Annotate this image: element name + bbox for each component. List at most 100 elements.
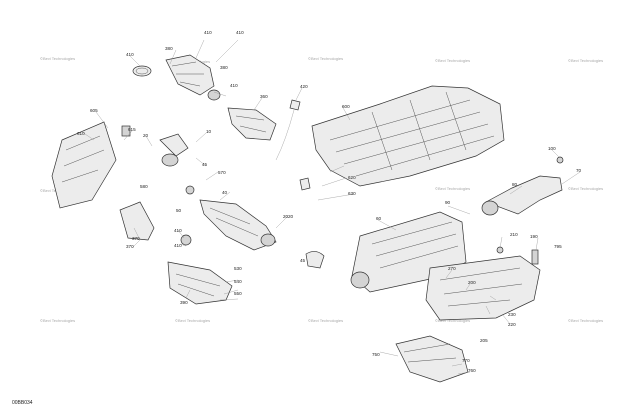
callout-620: 620 <box>348 175 356 180</box>
watermark: ©Bevi Technologies <box>435 58 470 63</box>
callout-220: 220 <box>508 322 516 327</box>
callout-50: 50 <box>176 208 182 213</box>
callout-795: 795 <box>554 244 562 249</box>
watermark: ©Bevi Technologies <box>568 318 603 323</box>
callout-60: 60 <box>376 216 382 221</box>
callout-20: 20 <box>283 214 289 219</box>
callout-770: 770 <box>462 358 470 363</box>
callout-605: 605 <box>90 108 98 113</box>
callout-390: 390 <box>180 300 188 305</box>
callout-20: 20 <box>143 133 149 138</box>
callout-360: 360 <box>260 94 268 99</box>
callout-410: 410 <box>236 30 244 35</box>
manifold-detail <box>171 61 204 87</box>
callout-760: 760 <box>468 368 476 373</box>
callout-630: 630 <box>348 191 356 196</box>
drawing-code: 00BB034 <box>12 400 33 406</box>
muffler-bracket <box>425 255 541 321</box>
side-heat-shield-detail <box>61 135 105 183</box>
nut-220 <box>496 246 504 254</box>
lower-deflector <box>167 261 233 305</box>
callout-40: 40 <box>222 190 228 195</box>
lower-deflector-detail <box>175 273 221 297</box>
callout-270: 270 <box>448 266 456 271</box>
callout-380: 380 <box>165 46 173 51</box>
manifold-outlet-flange <box>207 89 221 101</box>
callout-410: 410 <box>174 243 182 248</box>
bracket-small <box>121 125 131 137</box>
muffler-bracket-detail <box>439 267 523 307</box>
watermark: ©Bevi Technologies <box>40 56 75 61</box>
callout-600: 600 <box>342 104 350 109</box>
tail-pipe <box>485 175 563 215</box>
callout-370: 370 <box>132 236 140 241</box>
callout-570: 570 <box>218 170 226 175</box>
spring-clip <box>185 185 195 195</box>
watermark: ©Bevi Technologies <box>435 186 470 191</box>
skid-plate-ribs <box>329 99 495 177</box>
clamp-ring-inner <box>135 67 149 75</box>
oxygen-sensor-lower <box>299 177 311 191</box>
callout-610: 610 <box>77 131 85 136</box>
watermark: ©Bevi Technologies <box>435 318 470 323</box>
callout-410: 410 <box>126 52 134 57</box>
skid-plate-group <box>311 85 505 187</box>
callout-750: 750 <box>372 352 380 357</box>
left-shield-group <box>51 121 233 305</box>
callout-420: 420 <box>300 84 308 89</box>
bolt-100 <box>556 156 564 164</box>
callout-410: 410 <box>230 83 238 88</box>
watermark: ©Bevi Technologies <box>40 318 75 323</box>
band-clamp <box>180 234 192 246</box>
watermark: ©Bevi Technologies <box>568 186 603 191</box>
callout-410: 410 <box>174 228 182 233</box>
callout-80: 80 <box>512 182 518 187</box>
skid-plate <box>311 85 505 187</box>
callout-550: 550 <box>234 291 242 296</box>
deflector-plate <box>119 201 155 241</box>
side-heat-shield <box>51 121 117 209</box>
heat-shield-upper-detail <box>235 115 267 133</box>
callout-70: 70 <box>576 168 582 173</box>
watermark: ©Bevi Technologies <box>568 58 603 63</box>
oxygen-sensor-upper <box>289 99 301 111</box>
heat-shield-upper <box>227 107 277 141</box>
pipe-ring <box>161 153 179 167</box>
callout-530: 530 <box>234 266 242 271</box>
callout-200: 200 <box>468 280 476 285</box>
spring-right <box>531 249 539 265</box>
gasket-flange <box>159 133 189 157</box>
callout-370: 370 <box>126 244 134 249</box>
leader-lines <box>81 39 581 375</box>
upper-manifold-assembly <box>132 54 301 161</box>
watermark: ©Bevi Technologies <box>308 318 343 323</box>
tailpipe-group <box>395 156 564 383</box>
end-cap <box>395 335 469 383</box>
callout-90: 90 <box>445 200 451 205</box>
watermark: ©Bevi Technologies <box>308 56 343 61</box>
callout-410: 410 <box>204 30 212 35</box>
callout-210: 210 <box>510 232 518 237</box>
callout-580: 580 <box>140 184 148 189</box>
callout-labels: 410 410 380 410 380 410 360 420 600 605 … <box>77 30 582 373</box>
callout-230: 230 <box>508 312 516 317</box>
sensor-wire-upper <box>275 109 295 161</box>
callout-380: 380 <box>220 65 228 70</box>
callout-540: 540 <box>234 279 242 284</box>
clamp-ring <box>132 65 152 77</box>
callout-10: 10 <box>206 129 212 134</box>
tail-pipe-ring <box>481 200 499 216</box>
front-exhaust-pipe <box>199 199 277 251</box>
callout-45: 45 <box>300 258 306 263</box>
end-cap-detail <box>403 343 457 363</box>
watermark: ©Bevi Technologies <box>175 318 210 323</box>
callout-615: 615 <box>128 127 136 132</box>
clamp-lower <box>305 251 325 269</box>
callout-100: 100 <box>548 146 556 151</box>
muffler-detail <box>371 221 459 269</box>
center-pipe-group <box>159 133 325 269</box>
skid-plate-cross-ribs <box>371 91 467 171</box>
callout-205: 205 <box>480 338 488 343</box>
callout-20: 20 <box>288 214 294 219</box>
